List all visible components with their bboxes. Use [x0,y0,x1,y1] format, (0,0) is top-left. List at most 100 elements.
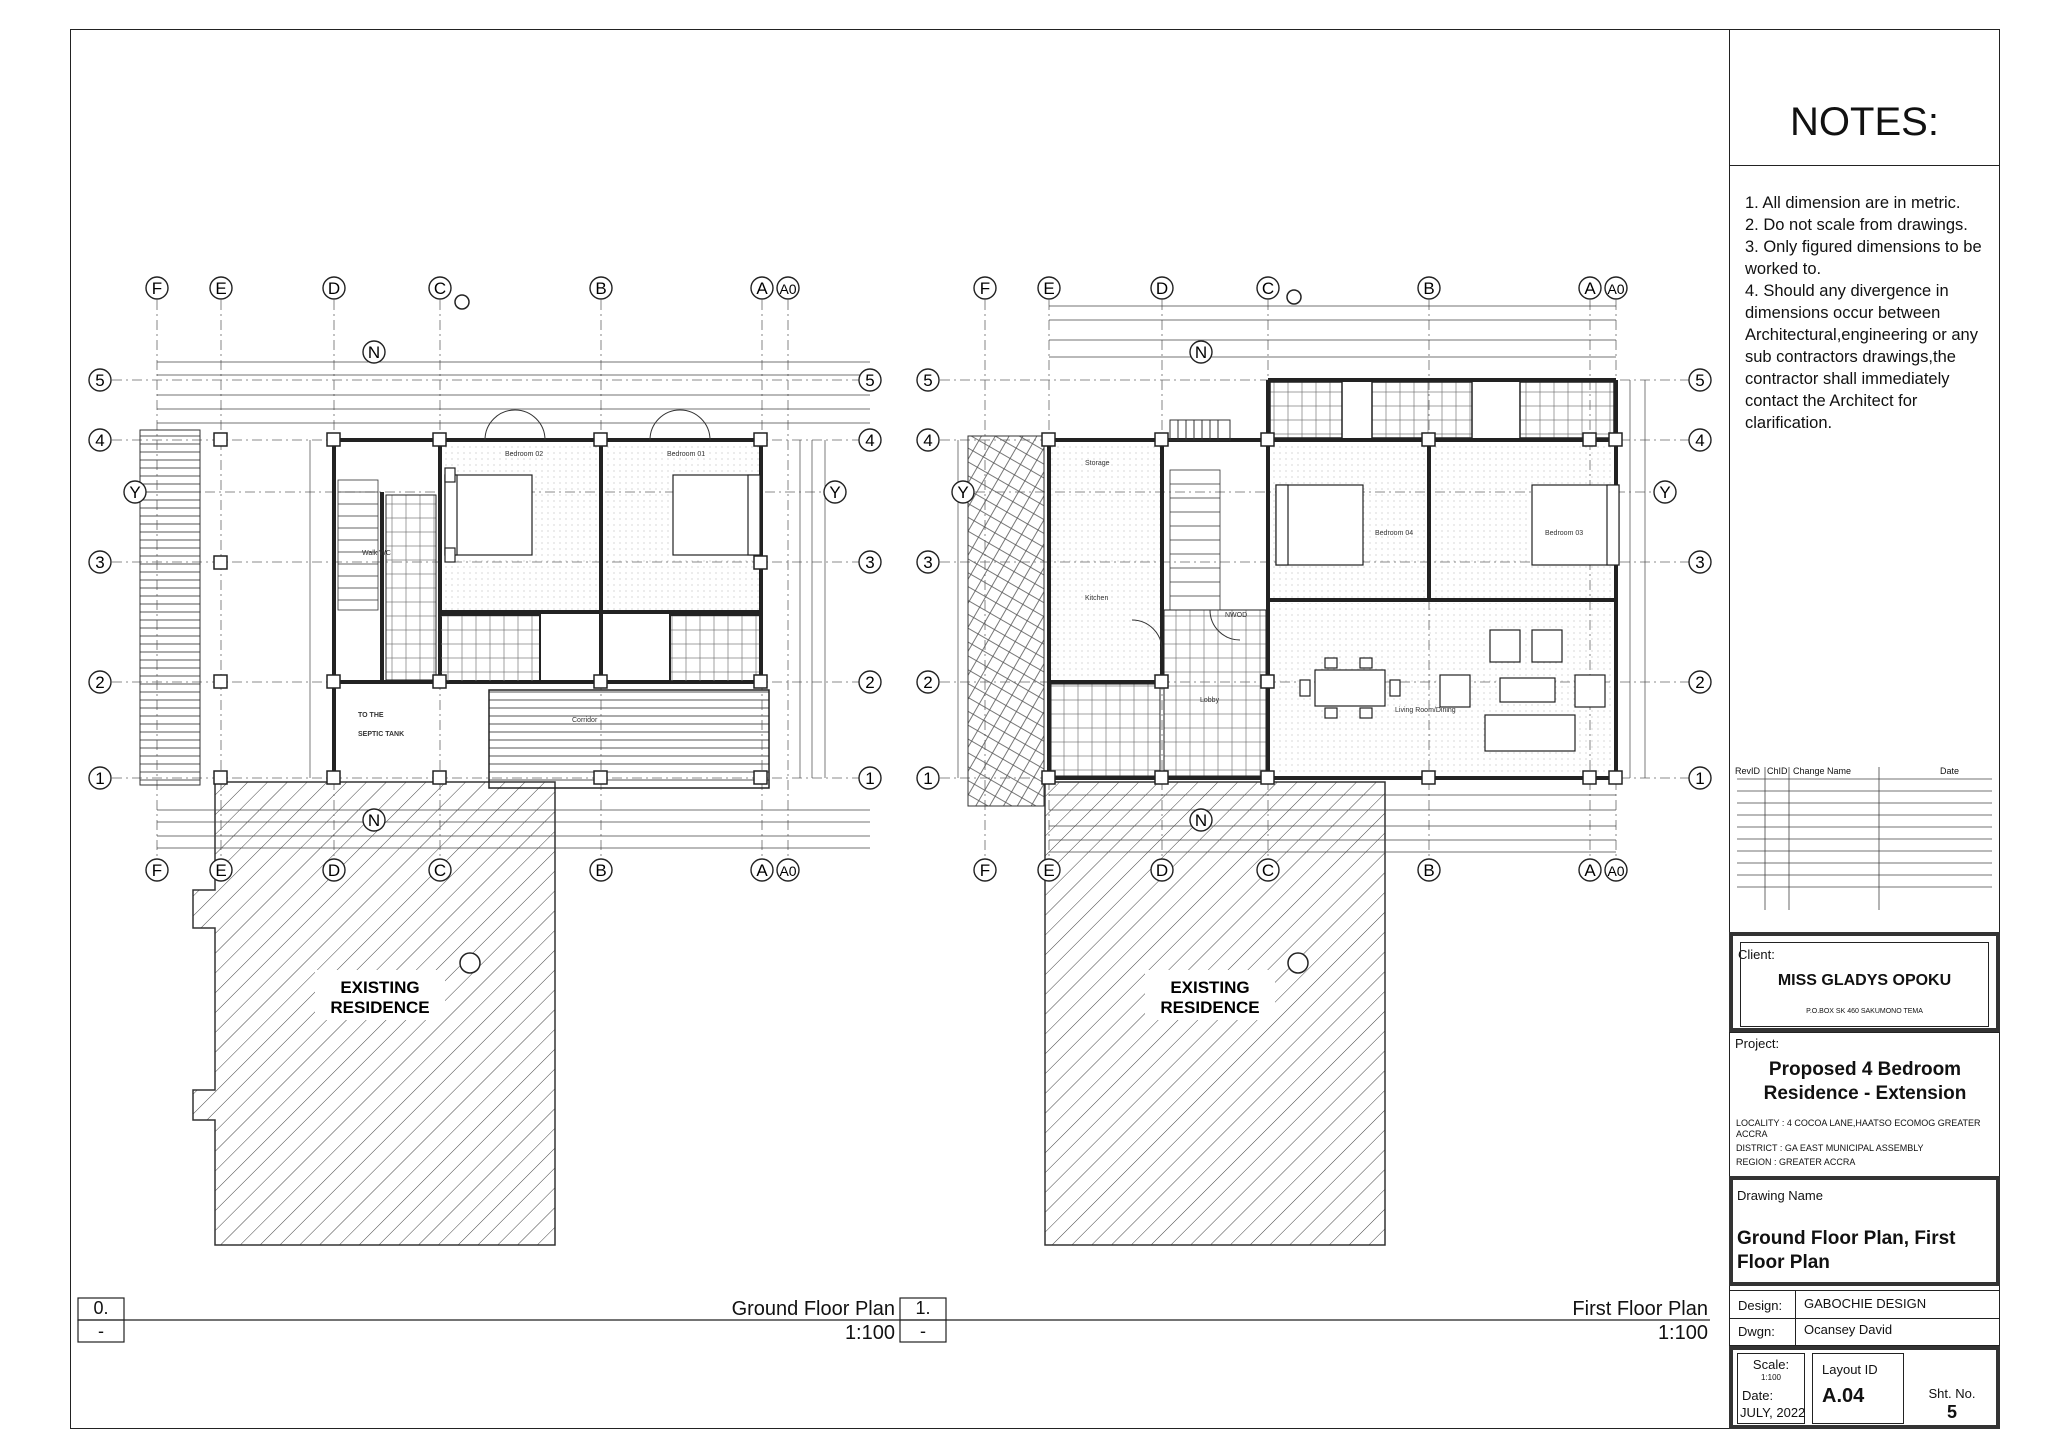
project-region: REGION : GREATER ACCRA [1736,1157,1856,1167]
grid-bubble-E-label: E [1043,279,1054,298]
room-label: Lobby [1200,697,1220,704]
grid-bubble-E [1037,858,1061,882]
grid-bubble-C [1256,858,1280,882]
notes-divider [1729,165,2000,166]
grid-bubble-4 [916,428,940,452]
grid-bubble-2-label: 2 [923,673,932,692]
grid-bubble-4 [88,428,112,452]
notes-title: NOTES: [1790,100,1939,144]
plan-title-bars [77,1297,1710,1343]
note-item: 1. All dimension are in metric. [1745,194,1961,212]
grid-bubble-5-label: 5 [923,371,932,390]
rev-header-change-name: Change Name [1793,766,1852,776]
grid-bubble-E [209,276,233,300]
room-label: Bedroom 04 [1375,530,1413,537]
grid-bubble-A-label: A [1584,861,1596,880]
client-address: P.O.BOX SK 460 SAKUMONO TEMA [1806,1008,1923,1015]
room-label: NWOD [1225,612,1247,619]
grid-bubble-3-label: 3 [95,553,104,572]
existing-residence-label-first: EXISTING [1170,978,1249,997]
section-mark [1653,480,1677,504]
north-arrow-icon [454,289,1309,974]
grid-bubble-3-label: 3 [865,553,874,572]
svg-text:RESIDENCE: RESIDENCE [1160,998,1259,1017]
section-mark [823,480,847,504]
grid-bubble-F-label: F [980,861,990,880]
grid-bubble-D [1150,276,1174,300]
north-marker-label: N [368,343,380,362]
grid-bubble-1-label: 1 [95,769,104,788]
grid-bubble-5 [1688,368,1712,392]
first-floor-plan: Storage Kitchen Bedroom 04 Bedroom 03 Li… [940,300,1700,858]
grid-bubble-E-label: E [215,861,226,880]
section-mark [123,480,147,504]
room-label: Bedroom 03 [1545,530,1583,537]
room-label: Bedroom 01 [667,451,705,458]
plan-title-first: First Floor Plan [1572,1298,1708,1320]
project-locality: LOCALITY : 4 COCOA LANE,HAATSO ECOMOG GR… [1736,1118,1981,1139]
grid-bubble-C-label: C [1262,279,1274,298]
grid-bubble-5-label: 5 [865,371,874,390]
date-value: JULY, 2022 [1740,1405,1806,1420]
grid-bubble-E-label: E [1043,861,1054,880]
north-marker-label: N [1195,343,1207,362]
grid-bubble-F-label: F [152,279,162,298]
section-mark-label: Y [1659,483,1670,502]
grid-bubble-A [1578,858,1602,882]
grid-bubble-A [750,276,774,300]
grid-bubble-2 [88,670,112,694]
svg-text:RESIDENCE: RESIDENCE [330,998,429,1017]
grid-bubble-A-label: A [756,279,768,298]
drawing-name-label: Drawing Name [1737,1188,1823,1203]
grid-bubble-5-label: 5 [1695,371,1704,390]
grid-bubble-D-label: D [1156,279,1168,298]
grid-bubble-5 [88,368,112,392]
grid-bubble-C [428,858,452,882]
grid-bubble-A [1578,276,1602,300]
scale-label: Scale: [1752,1357,1790,1372]
grid-bubble-B [1417,276,1441,300]
grid-bubble-1 [88,766,112,790]
grid-bubble-A0 [1604,858,1628,882]
existing-residence-ground: EXISTING RESIDENCE [192,781,556,1246]
section-mark-label: Y [957,483,968,502]
client-label: Client: [1738,947,1775,962]
grid-bubble-3-label: 3 [923,553,932,572]
north-marker-label: N [1195,811,1207,830]
room-label: Bedroom 02 [505,451,543,458]
note-item: 3. Only figured dimensions to be worked … [1745,238,1982,278]
grid-bubble-1 [1688,766,1712,790]
notes-list: 1. All dimension are in metric. 2. Do no… [1745,192,1990,434]
section-mark-label: Y [129,483,140,502]
grid-bubble-B-label: B [1423,861,1434,880]
plan-scale-ground: 1:100 [844,1322,895,1344]
sheet-label: Sht. No. [1928,1386,1976,1401]
grid-bubble-A0-label: A0 [779,281,796,297]
north-marker [362,808,386,832]
drawing-frame [70,29,2000,1429]
grid-bubble-F [973,858,997,882]
grid-bubble-4 [1688,428,1712,452]
plan-sub-ground: - [98,1321,104,1341]
grid-bubble-3 [88,550,112,574]
grid-bubble-4-label: 4 [923,431,932,450]
date-label: Date: [1742,1388,1774,1403]
grid-bubble-5 [916,368,940,392]
sheet-value: 5 [1946,1402,1957,1422]
grid-bubble-C-label: C [434,861,446,880]
grid-bubble-1-label: 1 [865,769,874,788]
grid-bubble-D [322,276,346,300]
grid-bubble-2-label: 2 [95,673,104,692]
grid-bubble-2 [916,670,940,694]
grid-bubble-4 [858,428,882,452]
grid-bubble-A-label: A [756,861,768,880]
grid-bubble-5-label: 5 [95,371,104,390]
grid-bubble-4-label: 4 [1695,431,1704,450]
room-label: TO THE [358,712,384,719]
north-marker [362,340,386,364]
layout-label: Layout ID [1822,1362,1878,1377]
grid-bubble-2-label: 2 [865,673,874,692]
grid-bubble-E [1037,276,1061,300]
rev-header-chid: ChID [1767,766,1788,776]
